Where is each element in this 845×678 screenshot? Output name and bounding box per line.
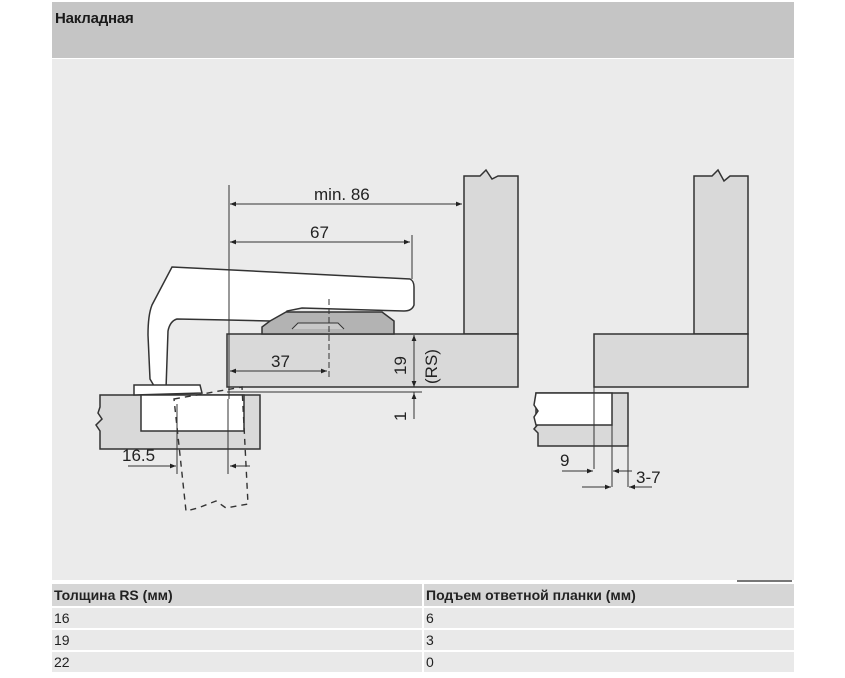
spec-table: Толщина RS (мм) Подъем ответной планки (… bbox=[52, 584, 794, 674]
dim-19: 19 bbox=[391, 356, 410, 375]
dim-9: 9 bbox=[560, 451, 569, 470]
dim-37: 37 bbox=[271, 352, 290, 371]
dim-67: 67 bbox=[310, 223, 329, 242]
table-row: 22 0 bbox=[52, 651, 794, 674]
header-bar: Накладная bbox=[52, 2, 794, 58]
right-view: 9 3-7 bbox=[532, 168, 749, 490]
dim-3-7: 3-7 bbox=[636, 468, 661, 487]
door-panel-right bbox=[593, 333, 749, 388]
technical-drawing: min. 86 67 37 19 (RS) 1 16.5 bbox=[52, 59, 794, 580]
door-swing-outline bbox=[173, 386, 249, 512]
col-header-thickness: Толщина RS (мм) bbox=[52, 584, 424, 608]
hinge-arm bbox=[147, 266, 415, 392]
cell-thickness: 22 bbox=[52, 651, 424, 674]
door-panel bbox=[226, 333, 519, 388]
dim-rs: (RS) bbox=[422, 349, 441, 384]
dim-min-86: min. 86 bbox=[314, 185, 370, 204]
col-header-plate-lift: Подъем ответной планки (мм) bbox=[423, 584, 794, 608]
divider-mark bbox=[737, 580, 792, 582]
cell-plate-lift: 3 bbox=[423, 629, 794, 652]
cell-plate-lift: 0 bbox=[423, 651, 794, 674]
left-view: min. 86 67 37 19 (RS) 1 16.5 bbox=[95, 168, 519, 512]
diagram-frame: Накладная bbox=[52, 2, 794, 678]
hinge-foot bbox=[133, 384, 203, 396]
hinge-drawing-svg: min. 86 67 37 19 (RS) 1 16.5 bbox=[95, 168, 749, 512]
dim-1: 1 bbox=[391, 412, 410, 421]
cabinet-side-panel bbox=[463, 168, 519, 335]
dim-16-5: 16.5 bbox=[122, 446, 155, 465]
table-row: 19 3 bbox=[52, 629, 794, 652]
cell-thickness: 16 bbox=[52, 607, 424, 630]
cup-recess bbox=[140, 394, 245, 432]
cell-thickness: 19 bbox=[52, 629, 424, 652]
table-header-row: Толщина RS (мм) Подъем ответной планки (… bbox=[52, 584, 794, 608]
cabinet-side-panel-right bbox=[693, 168, 749, 335]
table-row: 16 6 bbox=[52, 607, 794, 630]
page-title: Накладная bbox=[55, 10, 134, 27]
cell-plate-lift: 6 bbox=[423, 607, 794, 630]
divider bbox=[52, 581, 794, 583]
